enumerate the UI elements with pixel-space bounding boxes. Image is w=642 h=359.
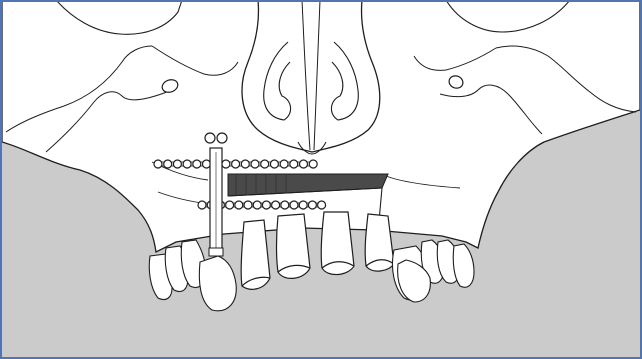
tooth-incisor-2 xyxy=(277,214,311,278)
screw-hole xyxy=(262,201,270,209)
upper-fixation-plate xyxy=(154,160,317,168)
right-dentition xyxy=(392,240,474,302)
screw-hole xyxy=(300,160,308,168)
tooth-canine-l xyxy=(199,256,236,311)
screw-hole xyxy=(226,201,234,209)
screw-hole xyxy=(164,160,172,168)
screw-hole xyxy=(232,160,240,168)
vertical-plate-hole xyxy=(205,133,215,143)
screw-hole xyxy=(280,160,288,168)
screw-hole xyxy=(308,201,316,209)
screw-hole xyxy=(281,201,289,209)
screw-hole xyxy=(222,160,230,168)
screw-hole xyxy=(299,201,307,209)
screw-hole xyxy=(193,160,201,168)
screw-hole xyxy=(203,160,211,168)
screw-hole xyxy=(318,201,326,209)
screw-hole xyxy=(253,201,261,209)
screw-hole xyxy=(173,160,181,168)
screw-hole xyxy=(270,160,278,168)
nasal-aperture xyxy=(242,2,380,152)
screw-hole xyxy=(290,201,298,209)
vertical-plate-hole xyxy=(217,133,227,143)
screw-hole xyxy=(154,160,162,168)
screw-hole xyxy=(290,160,298,168)
screw-hole xyxy=(261,160,269,168)
screw-hole xyxy=(235,201,243,209)
screw-hole xyxy=(251,160,259,168)
screw-hole xyxy=(309,160,317,168)
screw-hole xyxy=(183,160,191,168)
screw-hole xyxy=(198,201,206,209)
vertical-plate-tip xyxy=(209,248,223,256)
screw-hole xyxy=(241,160,249,168)
screw-hole xyxy=(244,201,252,209)
screw-hole xyxy=(272,201,280,209)
